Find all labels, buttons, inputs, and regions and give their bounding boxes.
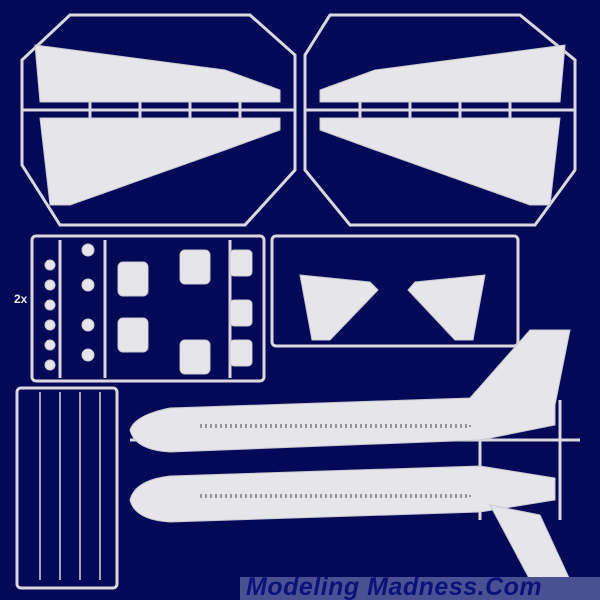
quantity-label: 2x: [14, 292, 28, 306]
watermark-band: [240, 577, 600, 600]
tailplane-right: [407, 274, 486, 341]
tailplane-left: [299, 274, 379, 341]
gear-sprue-frame: [15, 386, 119, 590]
vertical-fin: [489, 504, 571, 581]
wing-lower-left: [39, 117, 281, 206]
window-rows: [199, 424, 471, 498]
wing-upper-right: [319, 44, 566, 103]
fuselage-half-upper: [129, 329, 571, 453]
wing-sprue-frame-right: [303, 13, 577, 227]
fuselage-half-lower: [129, 465, 556, 523]
engine-half: [117, 261, 149, 297]
wing-sprue-frame-left: [20, 13, 297, 227]
watermark-text: Modeling Madness.Com: [246, 573, 543, 600]
tailplane-sprue-frame: [270, 234, 520, 348]
wing-lower-right: [319, 117, 561, 206]
engine-sprue-frame: [30, 234, 266, 383]
wing-upper-left: [34, 44, 281, 103]
